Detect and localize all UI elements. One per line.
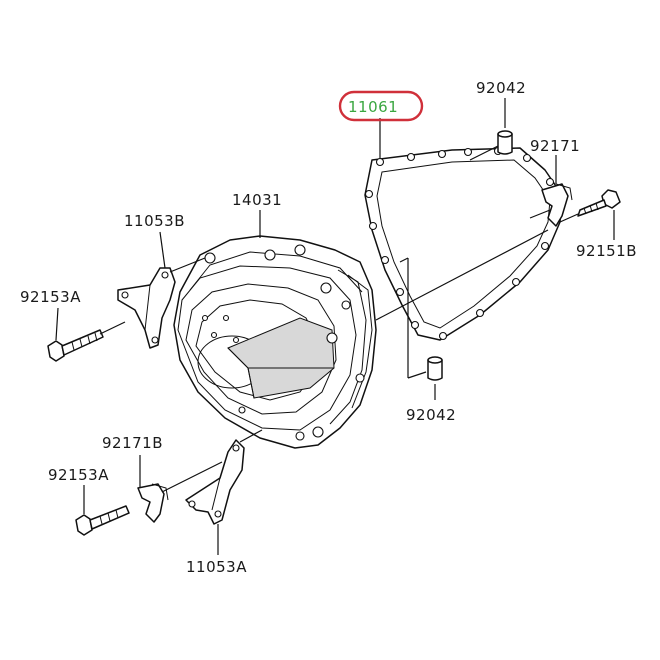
label-bolt-left-bottom[interactable]: 92153A [48, 466, 109, 484]
clamp-92171[interactable] [541, 183, 573, 227]
dowel-pin-92042-top[interactable] [497, 130, 513, 155]
bracket-11053a[interactable] [185, 439, 245, 525]
label-bolt-right[interactable]: 92151B [576, 242, 637, 260]
label-dowel-pin-bottom[interactable]: 92042 [406, 406, 456, 424]
bracket-11053b[interactable] [117, 267, 176, 349]
label-dowel-pin-top[interactable]: 92042 [476, 79, 526, 97]
leader-lines [55, 98, 615, 555]
label-cover[interactable]: 14031 [232, 191, 282, 209]
gasket-highlight [338, 90, 424, 122]
label-bolt-left-top[interactable]: 92153A [20, 288, 81, 306]
bolt-92153a-bottom[interactable] [75, 505, 130, 536]
bolt-92151b[interactable] [577, 189, 621, 217]
label-bracket-bottom[interactable]: 11053A [186, 558, 247, 576]
bolt-92153a-top[interactable] [47, 329, 104, 362]
label-bracket-top-left[interactable]: 11053B [124, 212, 185, 230]
label-clamp-bottom-left[interactable]: 92171B [102, 434, 163, 452]
gasket-11061[interactable] [364, 146, 563, 341]
label-clamp-top-right[interactable]: 92171 [530, 137, 580, 155]
label-gasket[interactable]: 11061 [348, 98, 398, 116]
engine-cover-14031[interactable] [173, 235, 377, 449]
dowel-pin-92042-bottom[interactable] [427, 356, 443, 381]
clamp-92171b[interactable] [137, 483, 169, 523]
part-labels: 11061 92042 92171 92151B 14031 11053B 92… [20, 79, 637, 576]
